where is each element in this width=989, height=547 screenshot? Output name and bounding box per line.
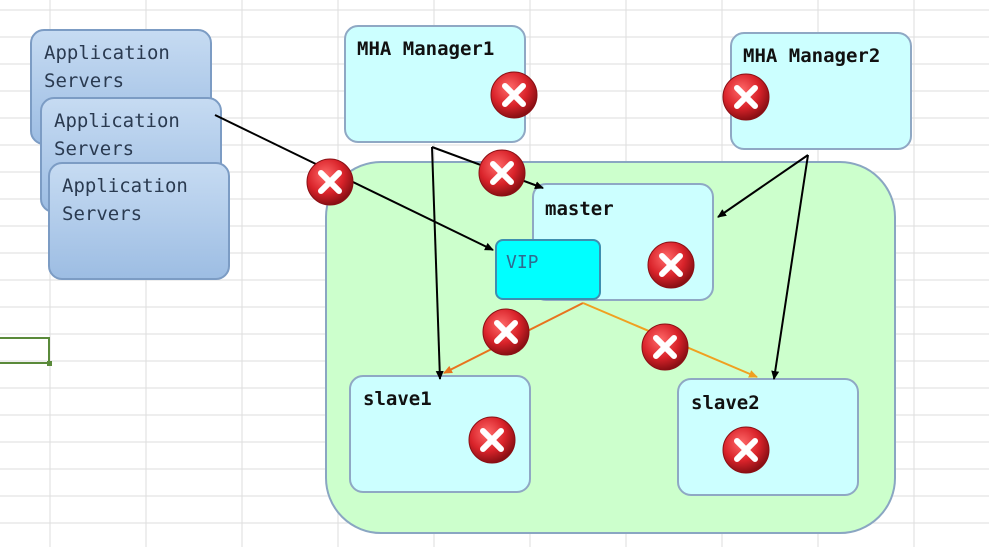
fill-handle[interactable] — [47, 361, 52, 366]
error-icon-slave2 — [722, 426, 770, 474]
mha-manager2-label: MHA Manager2 — [743, 45, 881, 67]
master-label: master — [545, 198, 614, 220]
vip-box[interactable]: VIP — [495, 239, 601, 300]
arrow-manager2-to-slave2 — [771, 154, 809, 380]
app-server-label-1: Application Servers — [44, 42, 170, 92]
error-icon-master — [647, 241, 695, 289]
arrow-manager1-to-slave1 — [431, 146, 444, 380]
error-icon-replication-slave2 — [641, 323, 689, 371]
error-icon-manager1 — [490, 71, 538, 119]
arrow-app-to-vip — [214, 114, 494, 251]
error-icon-slave1 — [468, 416, 516, 464]
app-server-label-2: Application Servers — [54, 110, 180, 160]
app-server-box-3[interactable]: Application Servers — [48, 162, 230, 280]
selected-cell[interactable] — [0, 337, 50, 364]
slave2-box[interactable]: slave2 — [677, 378, 859, 496]
error-icon-replication-slave1 — [482, 308, 530, 356]
app-server-label-3: Application Servers — [62, 175, 188, 225]
mha-manager1-label: MHA Manager1 — [357, 38, 495, 60]
vip-label: VIP — [506, 252, 539, 273]
error-icon-app-link — [306, 158, 354, 206]
error-icon-manager2 — [722, 73, 770, 121]
slave1-label: slave1 — [363, 388, 432, 410]
arrow-manager2-to-master — [717, 154, 809, 218]
error-icon-manager1-link — [478, 149, 526, 197]
slave2-label: slave2 — [691, 392, 760, 414]
